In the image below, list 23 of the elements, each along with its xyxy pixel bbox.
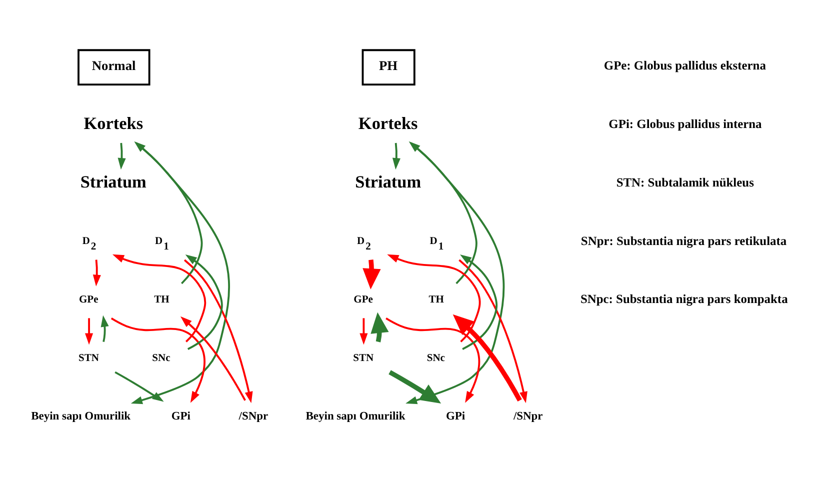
node-text: /SNpr	[513, 410, 543, 422]
label: SNpr: Substantia nigra pars retikulata	[580, 233, 787, 248]
label: GPi: Globus pallidus interna	[608, 116, 762, 131]
node-text: STN	[353, 352, 374, 364]
node-text: GPe	[78, 294, 98, 306]
node-text: TH	[154, 294, 170, 306]
node-text: /SNpr	[238, 410, 268, 422]
label: SNpc: Substantia nigra pars kompakta	[580, 292, 788, 306]
node-text: Korteks	[358, 114, 418, 132]
node-text: TH	[428, 294, 444, 306]
node-text: GPi	[446, 410, 466, 422]
node-text: GPe	[354, 294, 373, 306]
node-text: SNc	[152, 352, 170, 364]
node-text: Korteks	[84, 114, 144, 132]
node-text: Beyin sapı Omurilik	[306, 410, 406, 422]
label: STN: Subtalamik nükleus	[616, 174, 754, 189]
node-text: GPi	[171, 410, 190, 422]
node-text: Striatum	[80, 172, 146, 191]
node-text: Striatum	[355, 172, 422, 191]
node-text: STN	[78, 352, 99, 364]
label: GPe: Globus pallidus eksterna	[604, 58, 766, 72]
node-text: SNc	[426, 352, 445, 364]
node-text: Beyin sapı Omurilik	[31, 410, 131, 422]
